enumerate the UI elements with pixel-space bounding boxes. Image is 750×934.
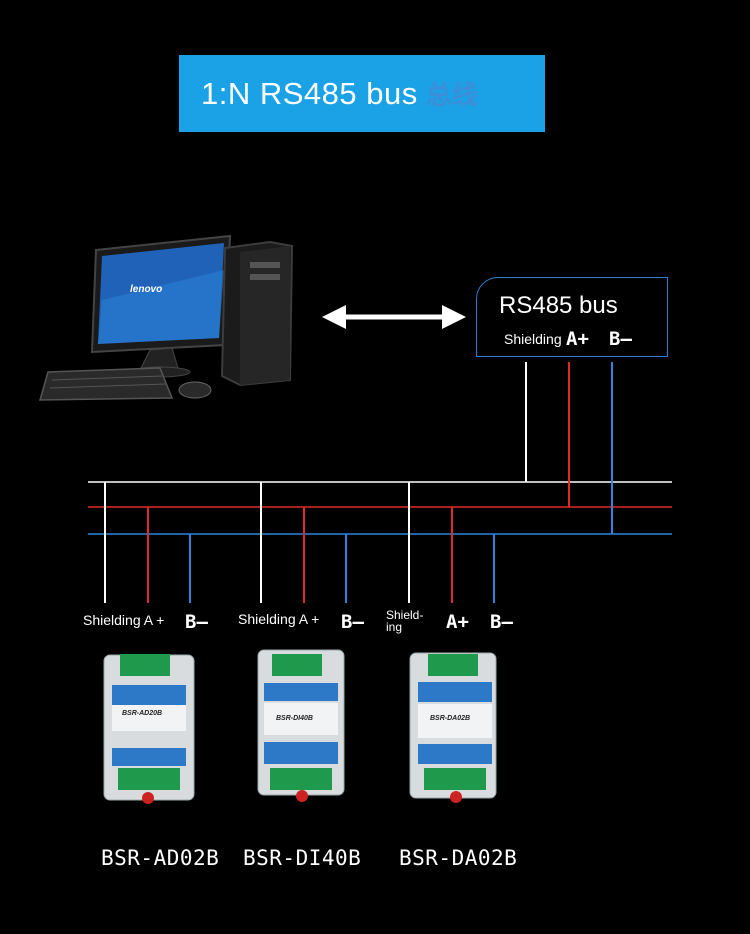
module-1-model: BSR-AD02B — [101, 846, 220, 870]
bus-box-shielding-label: Shielding — [504, 331, 562, 347]
svg-text:BSR-DI40B: BSR-DI40B — [276, 715, 313, 722]
title-suffix: 总线 — [425, 80, 478, 110]
module-device-2-icon: BSR-DI40B — [257, 649, 345, 802]
monitor-brand: lenovo — [130, 284, 162, 295]
module-1-shield-a-label: Shielding A + — [83, 612, 165, 628]
svg-text:BSR-DA02B: BSR-DA02B — [430, 715, 470, 722]
bus-box-b-label: B– — [609, 328, 632, 350]
title-banner: 1:N RS485 bus 总线 — [179, 55, 545, 132]
svg-text:BSR-AD20B: BSR-AD20B — [122, 710, 162, 717]
module-device-1-icon: BSR-AD20B — [103, 654, 195, 804]
rs485-bus-box: RS485 bus Shielding A+ B– — [476, 277, 668, 357]
module-3-a-label: A+ — [446, 611, 469, 633]
module-3-model: BSR-DA02B — [399, 846, 518, 870]
computer-icon: lenovo — [39, 234, 294, 401]
module-3-shield-label-line1: Shield- — [386, 608, 424, 622]
bus-box-a-label: A+ — [566, 328, 589, 350]
module-device-3-icon: BSR-DA02B — [409, 652, 497, 803]
module-3-b-label: B– — [490, 611, 513, 633]
bidirectional-arrow-icon — [322, 305, 466, 329]
bus-box-title: RS485 bus — [499, 292, 618, 319]
module-1-b-label: B– — [185, 611, 208, 633]
module-2-shield-a-label: Shielding A + — [238, 611, 320, 627]
module-3-shield-label-line2: ing — [386, 620, 403, 634]
title-text: 1:N RS485 bus — [201, 75, 418, 111]
module-2-b-label: B– — [341, 611, 364, 633]
module-2-model: BSR-DI40B — [243, 846, 362, 870]
